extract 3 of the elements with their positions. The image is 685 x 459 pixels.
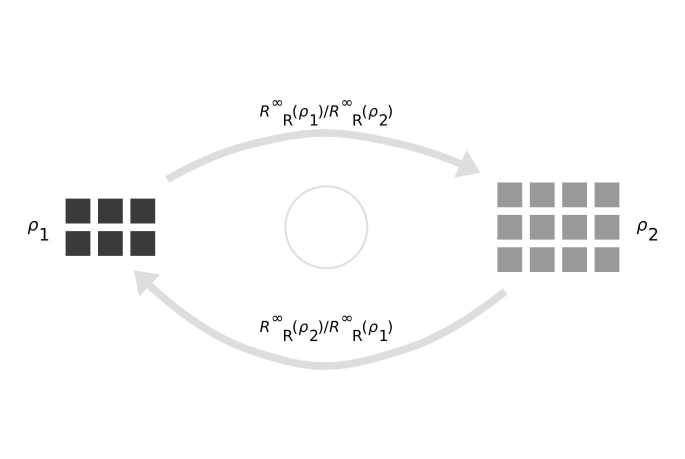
arrow: [165, 128, 480, 182]
node-circle: [284, 184, 368, 269]
arrow: [134, 270, 508, 370]
